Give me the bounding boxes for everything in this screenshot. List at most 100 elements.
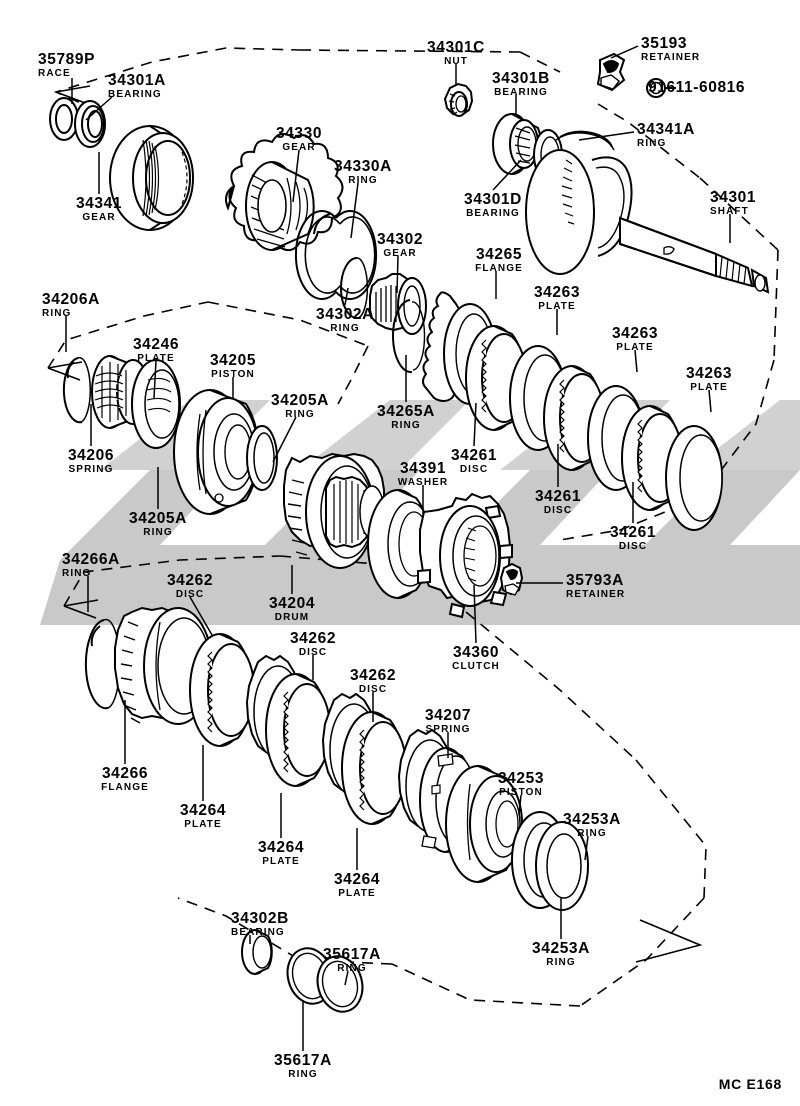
callout-part-name: DISC (459, 463, 489, 475)
part-35193-retainer (596, 52, 626, 92)
callout-part-name: BEARING (494, 86, 548, 98)
callout-part-name: DISC (358, 683, 388, 695)
callout-part-name: RING (285, 408, 315, 420)
diagram-code: MC E168 (718, 1076, 782, 1092)
callout-part-name: RING (288, 1068, 318, 1080)
part-34206A-ring (62, 356, 92, 424)
callout-part-number: 34266 (101, 765, 149, 782)
leader-line (708, 389, 712, 413)
part-34262-disc-3 (341, 711, 407, 825)
part-34262-disc-2 (265, 673, 331, 787)
callout-part-name: FLANGE (101, 781, 149, 793)
leader-line (153, 360, 157, 399)
leader-line (396, 255, 399, 294)
callout-part-number: 34265 (475, 246, 523, 263)
callout-part-name: RING (546, 956, 576, 968)
callout-part-number: 34266A (62, 551, 120, 568)
callout-part-name: RETAINER (641, 51, 701, 63)
callout-part-number: 34330 (275, 125, 323, 142)
part-34265A-ring (391, 299, 426, 374)
callout-part-number: 34204 (268, 595, 316, 612)
callout-part-number: 35617A (323, 946, 381, 963)
friction-pack-lower (189, 633, 455, 833)
callout-part-name: DISC (618, 540, 648, 552)
callout-part-name: RING (637, 137, 667, 149)
callout-part-number: 34360 (452, 644, 500, 661)
part-34261-disc-2 (543, 365, 605, 471)
part-34253-piston (445, 765, 523, 883)
part-34330A-ring (294, 210, 378, 300)
callout-part-number: 34264 (257, 839, 305, 856)
callout-part-number: 34341A (637, 121, 695, 138)
part-34301C-nut (443, 82, 474, 117)
callout-part-name: RETAINER (566, 588, 626, 600)
callout-part-number: 34301C (427, 39, 485, 56)
callout-part-name: WASHER (397, 476, 449, 488)
callout-part-name: BEARING (108, 88, 162, 100)
part-34262-disc-1 (189, 633, 255, 747)
callout-part-number: 34301A (108, 72, 166, 89)
leader-line (85, 96, 113, 121)
callout-part-name: RING (391, 419, 421, 431)
leader-line (518, 794, 522, 816)
callout-part-number: 34330A (334, 158, 392, 175)
callout-part-number: 34301D (464, 191, 522, 208)
callout-part-number: 34261 (609, 524, 657, 541)
callout-part-number: 34262 (289, 630, 337, 647)
callout-part-name: RING (337, 962, 367, 974)
callout-part-number: 35793A (566, 572, 624, 589)
leader-line (189, 596, 213, 636)
callout-part-number: 35617A (274, 1052, 332, 1069)
callout-part-name: SHAFT (710, 205, 749, 217)
leader-line (610, 45, 639, 59)
part-35789P-race (49, 97, 79, 141)
callout-part-name: BEARING (231, 926, 285, 938)
leader-line (634, 349, 638, 373)
callout-part-number: 34301 (710, 189, 757, 206)
leader-line (473, 584, 477, 644)
leader-line (292, 149, 300, 203)
leader-line (344, 287, 349, 306)
bolt-part-number-text: 91611-60816 (648, 79, 746, 96)
callout-part-name: PISTON (211, 368, 255, 380)
callout-part-number: 34206 (67, 447, 115, 464)
callout-part-name: PLATE (616, 341, 654, 353)
callout-part-name: RING (143, 526, 173, 538)
callout-part-number: 34302B (231, 910, 289, 927)
leader-line (578, 131, 635, 141)
callout-part-number: 34253 (497, 770, 545, 787)
part-34204-drum (283, 452, 385, 569)
callout-part-name: PLATE (538, 300, 576, 312)
callout-part-name: RING (577, 827, 607, 839)
part-34302B-bearing (241, 929, 273, 975)
callout-part-name: BEARING (466, 207, 520, 219)
callout-part-name: DISC (543, 504, 573, 516)
part-34302A-ring (340, 257, 369, 319)
callout-part-name: DISC (175, 588, 205, 600)
part-34341-gear (109, 125, 194, 231)
part-34246-plate (131, 359, 181, 449)
callout-part-number: 34302 (376, 231, 424, 248)
